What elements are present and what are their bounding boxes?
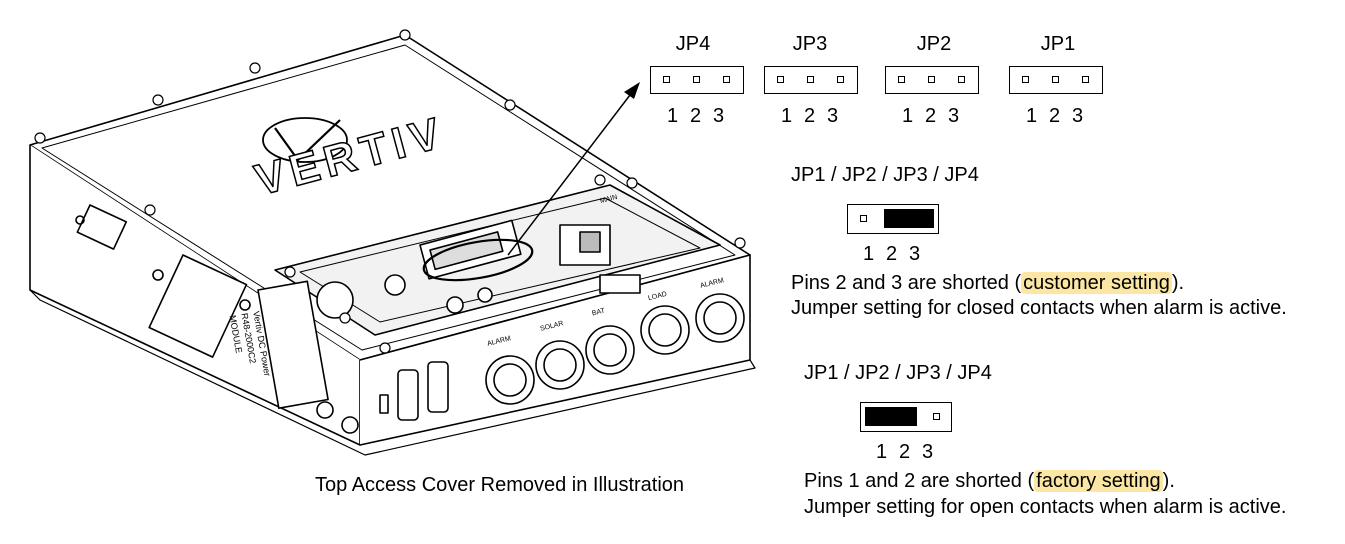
setting-2-note: Jumper setting for open contacts when al…: [804, 496, 1287, 518]
jp2-pin-2: [928, 76, 935, 83]
jp3-label: JP3: [792, 33, 828, 55]
setting-1-pin-1: [860, 215, 867, 222]
customer-setting-highlight: customer setting: [1021, 272, 1172, 294]
factory-setting-highlight: factory setting: [1034, 470, 1163, 492]
setting-2-pin-3: [933, 413, 940, 420]
jp1-pin-3: [1082, 76, 1089, 83]
setting-1-note: Jumper setting for closed contacts when …: [791, 297, 1287, 319]
jp3-pin-2: [807, 76, 814, 83]
setting-2-shunt: [865, 407, 917, 426]
jp1-pin-1: [1022, 76, 1029, 83]
device-illustration: [29, 29, 756, 456]
setting-1-header: [847, 204, 939, 234]
jp1-pin-2: [1052, 76, 1059, 83]
jp3-pin-1: [777, 76, 784, 83]
pointer-arrow-head: [624, 82, 640, 99]
jp2-pin-3: [958, 76, 965, 83]
setting-2-header: [860, 402, 952, 432]
jp1-header: [1009, 66, 1103, 94]
jp1-label: JP1: [1040, 33, 1076, 55]
jp4-label: JP4: [675, 33, 711, 55]
setting-2-title: JP1 / JP2 / JP3 / JP4: [804, 362, 992, 384]
jp2-label: JP2: [916, 33, 952, 55]
setting-2-description: Pins 1 and 2 are shorted (factory settin…: [804, 470, 1175, 492]
jp3-pin-3: [837, 76, 844, 83]
setting-1-title: JP1 / JP2 / JP3 / JP4: [791, 164, 979, 186]
jp4-pin-1: [663, 76, 670, 83]
jp2-header: [885, 66, 979, 94]
illustration-caption: Top Access Cover Removed in Illustration: [315, 474, 685, 496]
setting-1-description: Pins 2 and 3 are shorted (customer setti…: [791, 272, 1185, 294]
setting-1-shunt: [884, 209, 934, 228]
logo-chevron-icon: [274, 119, 341, 162]
jp2-pin-1: [898, 76, 905, 83]
jp4-header: [650, 66, 744, 94]
jp4-pin-2: [693, 76, 700, 83]
jp4-pin-3: [723, 76, 730, 83]
jp3-header: [764, 66, 858, 94]
